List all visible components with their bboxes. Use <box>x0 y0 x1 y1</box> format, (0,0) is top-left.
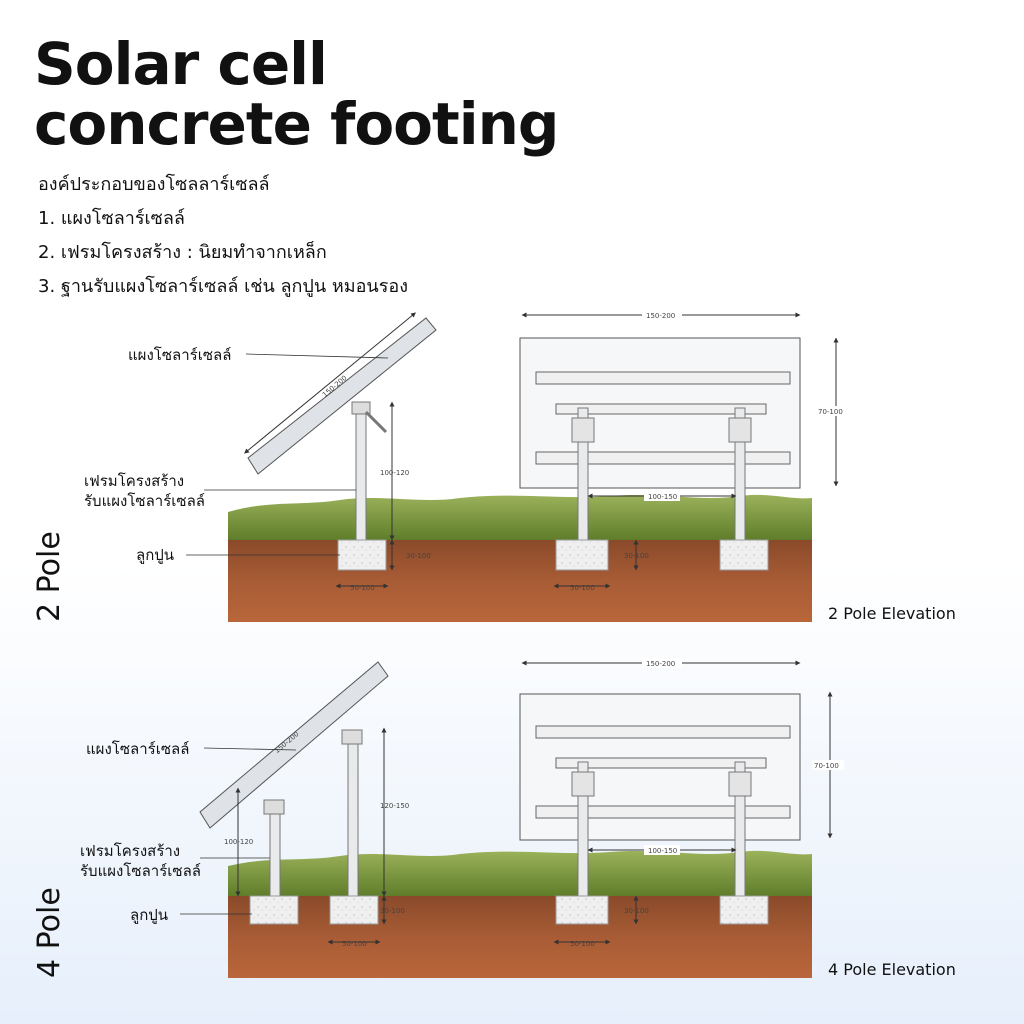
intro-item-1: 1. แผงโซลาร์เซลล์ <box>38 208 185 229</box>
rear-pole <box>347 739 359 897</box>
dim-rear-pole-height: 120-150 <box>380 802 409 810</box>
grass-layer <box>228 850 812 896</box>
label-frame-line1: เฟรมโครงสร้าง <box>84 472 184 490</box>
title-line-1: Solar cell <box>34 30 328 98</box>
four-pole-section: 150-200 100-120 120-150 30-100 50-100 แผ… <box>80 658 844 978</box>
elevation-label-4-pole: 4 Pole Elevation <box>828 960 956 979</box>
dim-elevation-width: 150-200 <box>646 312 675 320</box>
intro-heading: องค์ประกอบของโซลลาร์เซลล์ <box>38 174 270 195</box>
dim-footing-width: 50-100 <box>350 584 375 592</box>
grass-layer <box>228 494 812 540</box>
dim-elevation-width: 150-200 <box>646 660 675 668</box>
support-pole <box>355 411 367 541</box>
dim-pole-spacing: 100-150 <box>648 847 677 855</box>
concrete-footing <box>337 539 387 571</box>
solar-panel <box>247 317 437 475</box>
dim-pole-height: 100-120 <box>380 469 409 477</box>
dim-footing-height: 30-100 <box>380 907 405 915</box>
concrete-footing <box>249 895 299 925</box>
label-panel: แผงโซลาร์เซลล์ <box>128 346 231 364</box>
title-line-2: concrete footing <box>34 90 559 158</box>
intro-item-2: 2. เฟรมโครงสร้าง : นิยมทำจากเหล็ก <box>38 242 327 263</box>
soil-layer <box>228 540 812 622</box>
dim-elev-footing-width: 50-100 <box>570 940 595 948</box>
dim-front-pole-height: 100-120 <box>224 838 253 846</box>
elevation-label-2-pole: 2 Pole Elevation <box>828 604 956 623</box>
dim-pole-spacing: 100-150 <box>648 493 677 501</box>
label-footing: ลูกปูน <box>130 906 168 924</box>
page-title: Solar cell concrete footing <box>34 30 559 158</box>
label-panel: แผงโซลาร์เซลล์ <box>86 740 189 758</box>
dim-elev-footing-height: 30-100 <box>624 552 649 560</box>
dim-elev-footing-width: 50-100 <box>570 584 595 592</box>
soil-layer <box>228 896 812 978</box>
label-footing: ลูกปูน <box>136 546 174 564</box>
concrete-footing <box>329 895 379 925</box>
dim-footing-height: 30-100 <box>406 552 431 560</box>
solar-panel <box>199 661 389 829</box>
intro-list: องค์ประกอบของโซลลาร์เซลล์ 1. แผงโซลาร์เซ… <box>38 168 408 304</box>
two-pole-section: 150-200 100-120 30-100 50-100 แผงโซลาร์เ… <box>84 310 848 622</box>
front-pole <box>269 811 281 897</box>
dim-elev-footing-height: 30-100 <box>624 907 649 915</box>
label-frame-line2: รับแผงโซลาร์เซลล์ <box>80 862 201 880</box>
label-frame-line1: เฟรมโครงสร้าง <box>80 842 180 860</box>
intro-item-3: 3. ฐานรับแผงโซลาร์เซลล์ เช่น ลูกปูน หมอน… <box>38 276 409 297</box>
label-frame-line2: รับแผงโซลาร์เซลล์ <box>84 492 205 510</box>
dim-elevation-height: 70-100 <box>818 408 843 416</box>
dim-elevation-height: 70-100 <box>814 762 839 770</box>
dim-footing-width: 50-100 <box>342 940 367 948</box>
